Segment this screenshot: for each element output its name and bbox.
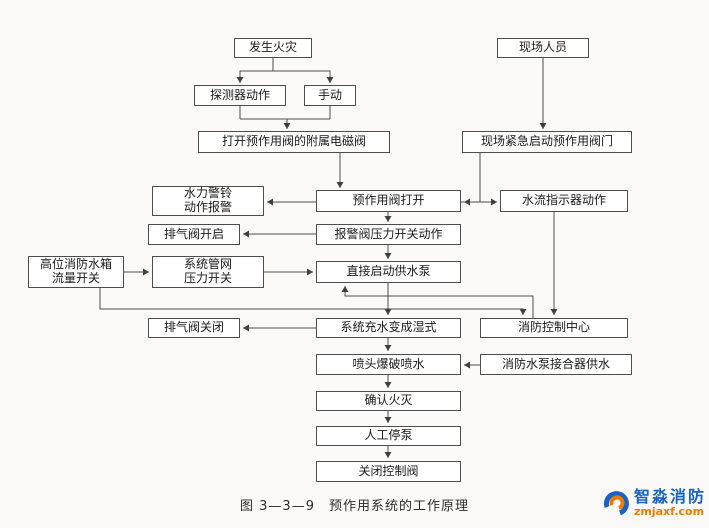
zhimiao-logo-icon — [603, 491, 629, 516]
edge-emergency-valveopen — [464, 153, 481, 206]
edge-fire-detector — [236, 58, 274, 83]
node-direct-pump: 直接启动供水泵 — [316, 261, 461, 283]
edge-fire-manual — [272, 58, 334, 83]
node-wet: 系统充水变成湿式 — [316, 318, 461, 338]
node-pipe-switch: 系统管网 压力开关 — [152, 256, 264, 288]
node-solenoid: 打开预作用阀的附属电磁阀 — [198, 131, 390, 153]
edge-controlcenter-directpump — [341, 286, 534, 318]
node-valve-open: 预作用阀打开 — [316, 190, 461, 212]
watermark-site: zmjaxf.com — [633, 504, 705, 518]
watermark-brand: 智淼消防 — [633, 487, 706, 506]
node-spray: 喷头爆破喷水 — [316, 354, 461, 375]
node-tank-switch: 高位消防水箱 流量开关 — [28, 256, 124, 288]
edge-tank-controlcenter — [99, 288, 527, 315]
watermark: 智淼消防 zmjaxf.com — [603, 488, 706, 518]
node-control-center: 消防控制中心 — [480, 318, 628, 338]
node-exhaust-open: 排气阀开启 — [148, 224, 240, 245]
node-fire: 发生火灾 — [234, 38, 312, 58]
node-adapter: 消防水泵接合器供水 — [480, 354, 632, 375]
node-confirm: 确认火灭 — [316, 391, 461, 411]
watermark-text: 智淼消防 zmjaxf.com — [634, 488, 706, 518]
node-personnel: 现场人员 — [497, 38, 589, 58]
figure-caption: 图 3—3—9 预作用系统的工作原理 — [240, 499, 469, 514]
node-stop-pump: 人工停泵 — [316, 426, 461, 446]
node-manual: 手动 — [304, 85, 356, 106]
node-exhaust-close: 排气阀关闭 — [148, 318, 240, 338]
node-flow-indicator: 水流指示器动作 — [500, 190, 628, 212]
node-pressure-switch: 报警阀压力开关动作 — [316, 224, 461, 245]
node-detector: 探测器动作 — [194, 85, 286, 106]
node-emergency: 现场紧急启动预作用阀门 — [462, 131, 632, 153]
node-close-valve: 关闭控制阀 — [316, 461, 461, 482]
node-bell: 水力警铃 动作报警 — [152, 186, 264, 216]
